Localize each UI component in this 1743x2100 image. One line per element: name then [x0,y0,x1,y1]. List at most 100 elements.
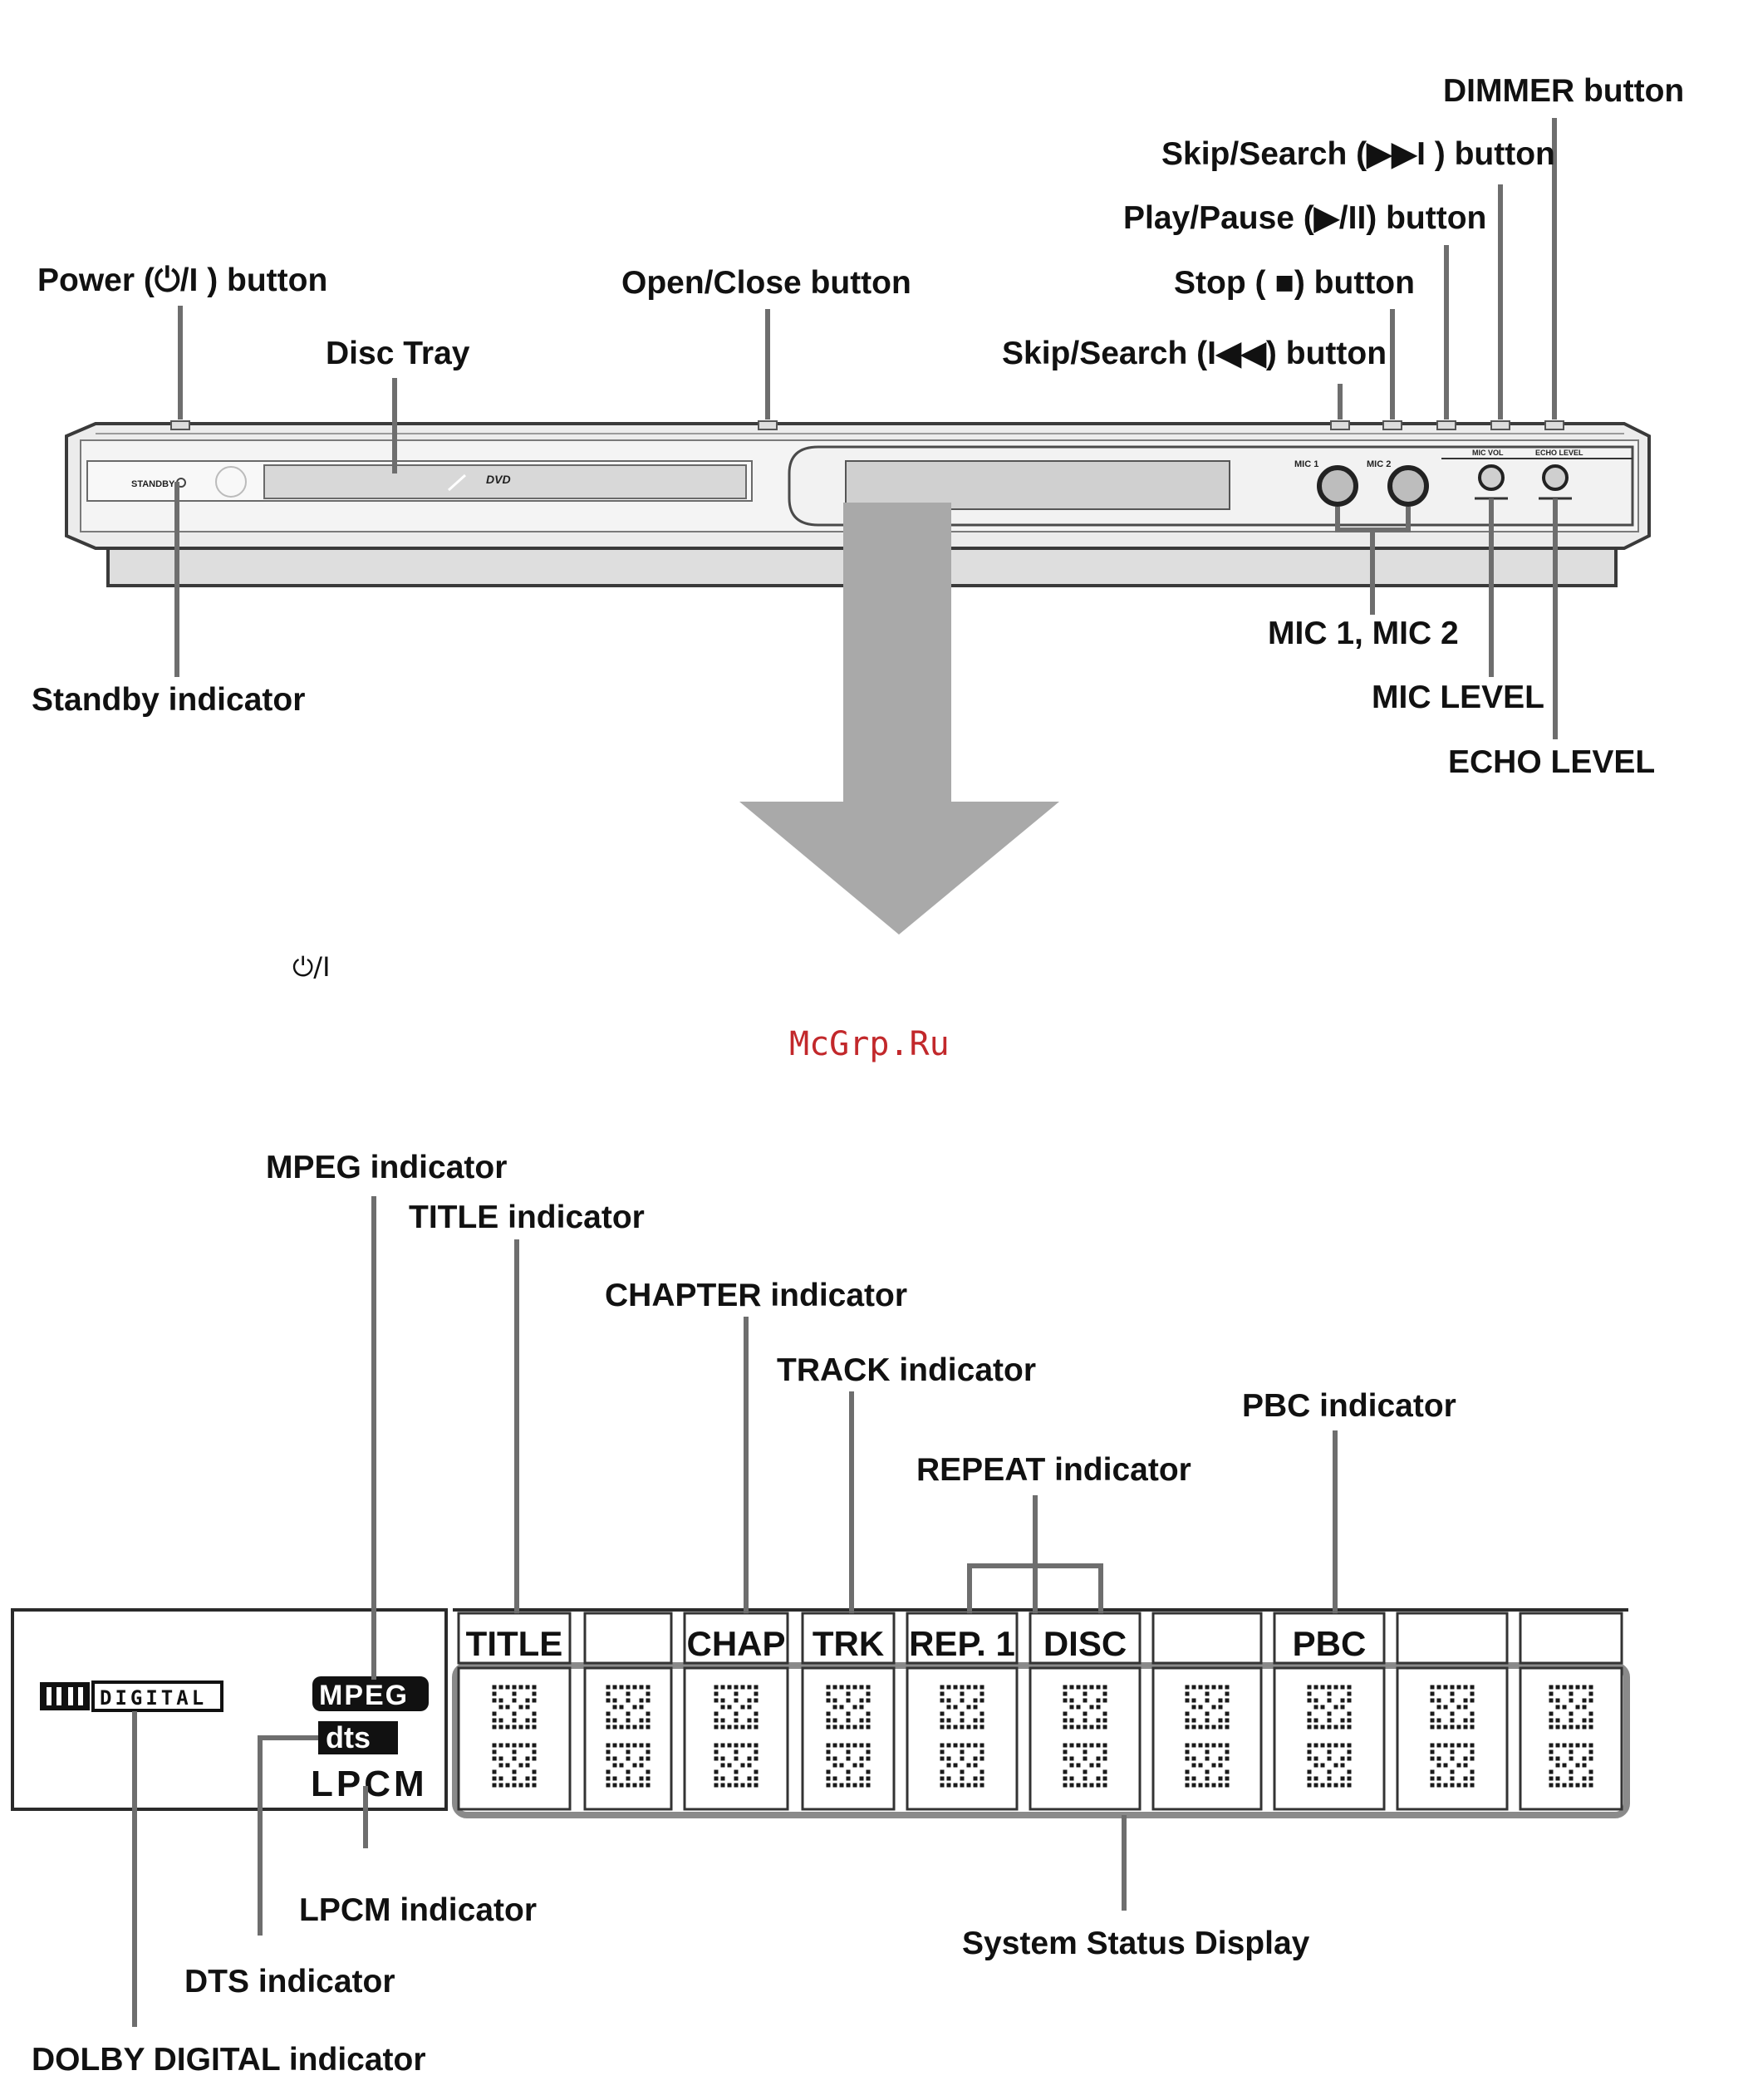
segment-dot [1340,1763,1345,1768]
segment-dot [1582,1705,1587,1710]
segment-dot [960,1725,965,1730]
segment-dot [1063,1698,1068,1703]
segment-dot [1205,1711,1210,1716]
segment-dot [1083,1776,1088,1781]
segment-dot [940,1756,945,1761]
segment-dot [1198,1685,1203,1690]
skip-back-button-label: Skip/Search (I◀◀) button [1002,336,1387,371]
mic-level-knob[interactable] [1478,464,1505,491]
segment-dot [720,1783,725,1788]
segment-dot [492,1685,497,1690]
segment-dot [1555,1743,1560,1748]
segment-dot [518,1725,523,1730]
segment-dot [832,1725,837,1730]
segment-dot [498,1756,503,1761]
segment-dot [1463,1698,1468,1703]
display-cell-label: CHAP [686,1624,785,1663]
skip-forward-button-label: Skip/Search (▶▶I ) button [1161,136,1555,172]
segment-dot [525,1698,530,1703]
segment-dot [1225,1711,1230,1716]
segment-dot [1588,1756,1593,1761]
repeat-indicator-label: REPEAT indicator [916,1452,1191,1488]
open-close-button[interactable] [758,420,778,430]
segment-dot [960,1698,965,1703]
segment-dot [532,1718,537,1723]
segment-dot [754,1783,759,1788]
segment-dot [646,1756,651,1761]
segment-dot [1096,1698,1101,1703]
segment-dot [1307,1685,1312,1690]
segment-dot [747,1685,752,1690]
segment-dot [639,1756,644,1761]
power-button[interactable] [170,420,190,430]
segment-dot [740,1743,745,1748]
segment-dot [532,1769,537,1774]
segment-dot [720,1685,725,1690]
segment-dot [1555,1756,1560,1761]
segment-dot [859,1718,864,1723]
segment-dot [1205,1718,1210,1723]
segment-dot [966,1763,971,1768]
segment-dot [1575,1743,1580,1748]
segment-dot [1191,1718,1196,1723]
mic1-jack[interactable] [1317,465,1358,507]
display-cell-label: TRK [813,1624,884,1663]
segment-dot [846,1711,851,1716]
stop-button[interactable] [1382,420,1402,430]
segment-dot [859,1783,864,1788]
segment-dot [1083,1711,1088,1716]
segment-dot [1307,1691,1312,1696]
segment-dot [740,1725,745,1730]
segment-dot [1456,1725,1461,1730]
segment-dot [1089,1763,1094,1768]
segment-dot [747,1776,752,1781]
segment-dot [626,1756,631,1761]
segment-dot [498,1763,503,1768]
segment-dot [498,1743,503,1748]
segment-dot [846,1718,851,1723]
segment-dot [1582,1718,1587,1723]
segment-dot [498,1783,503,1788]
mic2-jack[interactable] [1387,465,1429,507]
segment-dot [1436,1743,1441,1748]
segment-dot [626,1749,631,1754]
segment-dot [632,1725,637,1730]
dimmer-button[interactable] [1544,420,1564,430]
disc-tray[interactable] [263,464,747,499]
segment-dot [852,1705,857,1710]
segment-dot [980,1718,984,1723]
segment-dot [606,1718,611,1723]
segment-dot [1069,1783,1074,1788]
segment-dot [1069,1763,1074,1768]
segment-dot [734,1756,739,1761]
segment-dot [1569,1776,1574,1781]
play-pause-button[interactable] [1436,420,1456,430]
segment-dot [1205,1776,1210,1781]
segment-dot [1225,1698,1230,1703]
segment-dot [1450,1769,1455,1774]
segment-dot [852,1685,857,1690]
power-button-label: Power (⏻/I ) button [37,262,327,298]
segment-dot [1218,1743,1223,1748]
segment-dot [734,1749,739,1754]
skip-back-button[interactable] [1330,420,1350,430]
segment-dot [1430,1769,1435,1774]
segment-dot [1102,1743,1107,1748]
segment-dot [525,1725,530,1730]
segment-dot [960,1776,965,1781]
segment-dot [826,1756,831,1761]
segment-dot [946,1685,951,1690]
segment-dot [1191,1756,1196,1761]
segment-dot [512,1725,517,1730]
segment-dot [1218,1718,1223,1723]
segment-dot [1076,1725,1081,1730]
dts-indicator-label: DTS indicator [184,1964,395,1999]
segment-dot [1089,1725,1094,1730]
segment-dot [632,1763,637,1768]
segment-dot [714,1718,719,1723]
segment-dot [832,1763,837,1768]
skip-forward-button[interactable] [1490,420,1510,430]
segment-dot [1076,1743,1081,1748]
segment-dot [940,1711,945,1716]
echo-level-knob[interactable] [1542,464,1569,491]
